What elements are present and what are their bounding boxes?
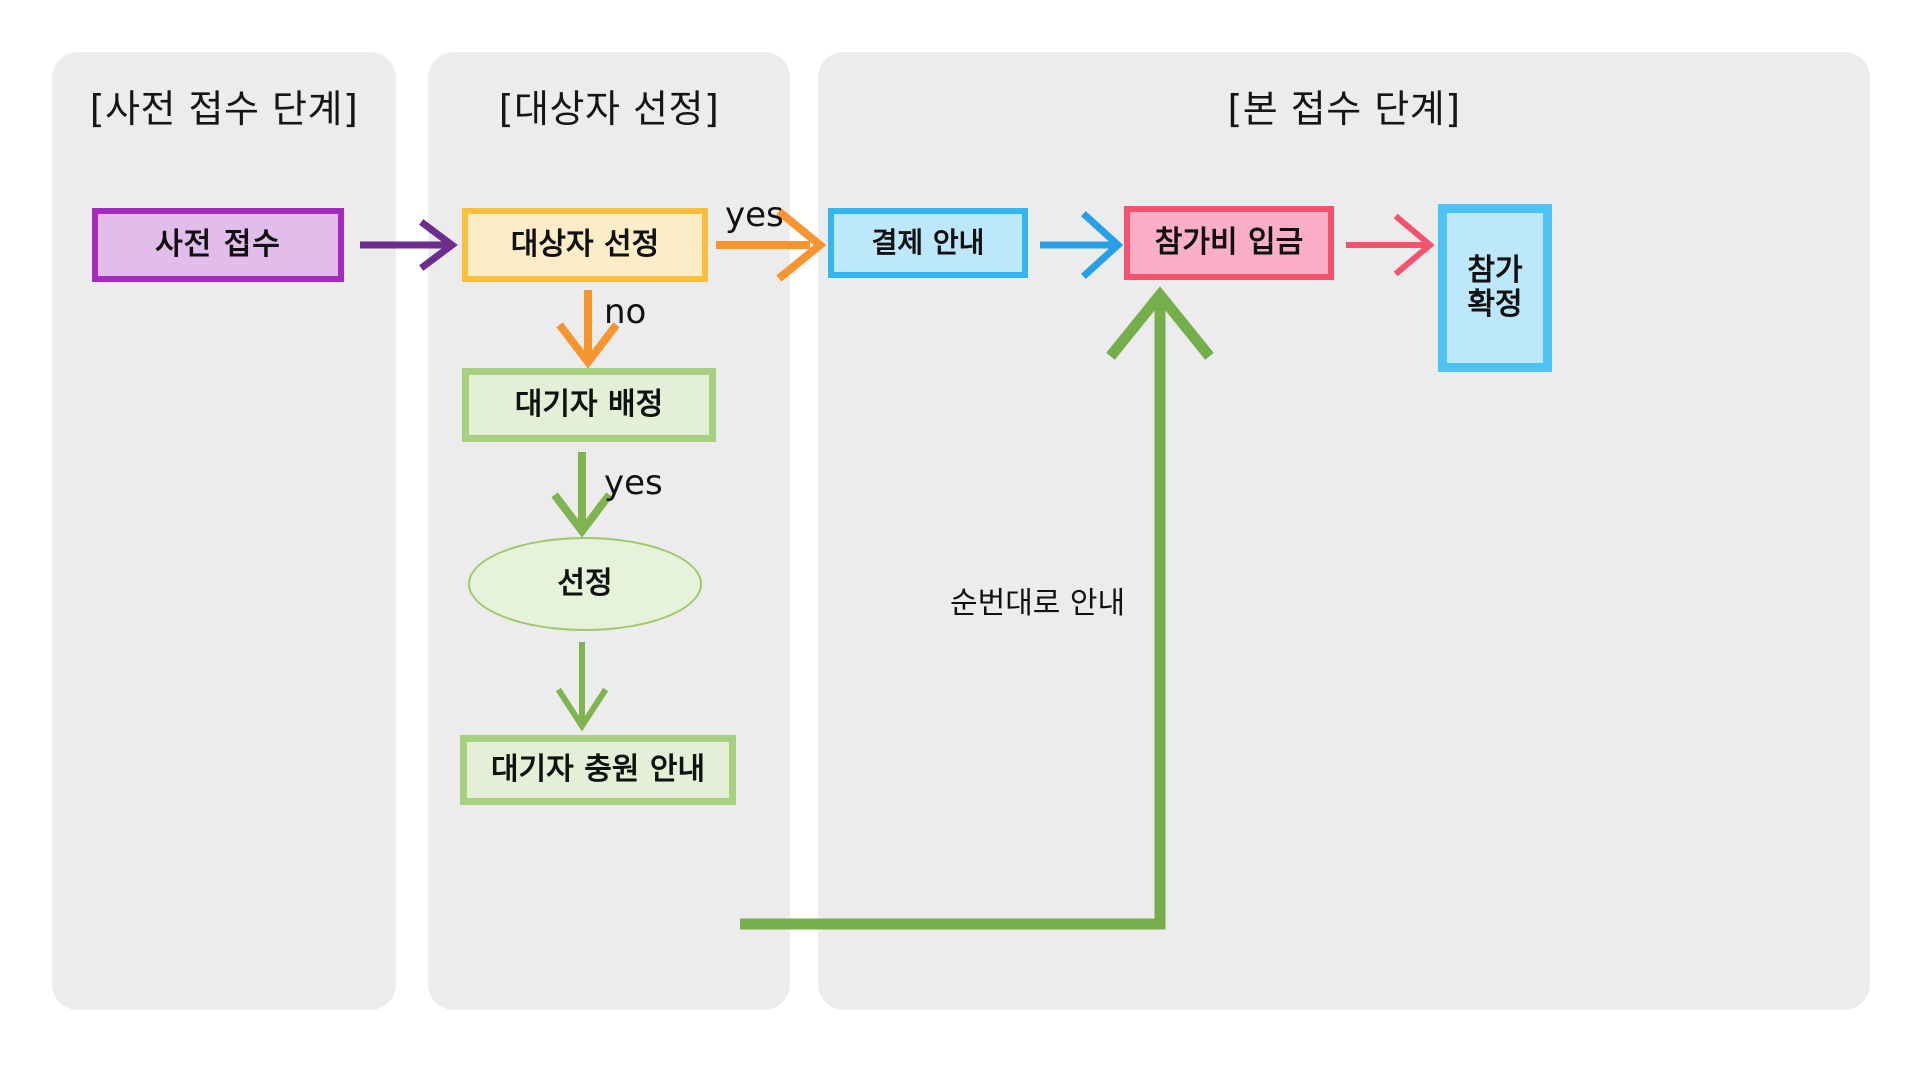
node-target-select[interactable]: 대상자 선정 <box>462 208 708 282</box>
node-selected-label: 선정 <box>557 565 613 601</box>
lane-pre-registration-title: [사전 접수 단계] <box>89 87 359 131</box>
node-fee-deposit[interactable]: 참가비 입금 <box>1124 206 1334 280</box>
edge-label-yes-main: yes <box>725 195 784 235</box>
node-waitlist-fill[interactable]: 대기자 충원 안내 <box>460 735 736 805</box>
lane-main-registration-title: [본 접수 단계] <box>1227 87 1461 131</box>
node-target-select-label: 대상자 선정 <box>510 226 660 262</box>
lane-target-selection-title: [대상자 선정] <box>498 87 720 131</box>
lane-main-registration: [본 접수 단계] <box>818 52 1870 1010</box>
node-confirm-label-line2: 확정 <box>1467 287 1523 322</box>
node-payment-info-label: 결제 안내 <box>871 225 985 259</box>
node-confirm-label-line1: 참가 <box>1467 252 1523 288</box>
lane-pre-registration: [사전 접수 단계] <box>52 52 396 1010</box>
node-waitlist-assign-label: 대기자 배정 <box>514 386 664 422</box>
node-fee-deposit-label: 참가비 입금 <box>1154 224 1304 260</box>
edge-label-yes-waitlist: yes <box>604 463 663 503</box>
node-pre-apply[interactable]: 사전 접수 <box>92 208 344 282</box>
edge-label-order-guide: 순번대로 안내 <box>950 586 1126 621</box>
edge-label-no: no <box>604 292 647 332</box>
node-waitlist-assign[interactable]: 대기자 배정 <box>462 368 716 442</box>
node-confirm[interactable]: 참가 확정 <box>1438 204 1552 372</box>
node-waitlist-fill-label: 대기자 충원 안내 <box>490 751 706 787</box>
node-payment-info[interactable]: 결제 안내 <box>828 208 1028 278</box>
node-pre-apply-label: 사전 접수 <box>155 226 281 262</box>
node-selected[interactable]: 선정 <box>468 537 702 631</box>
